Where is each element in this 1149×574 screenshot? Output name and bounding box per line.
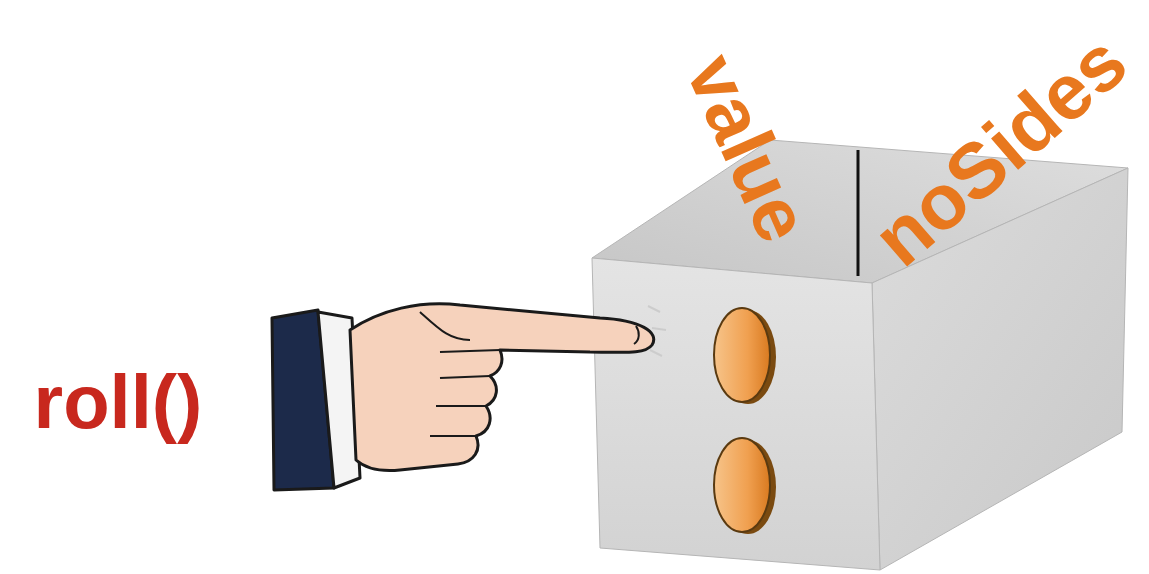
box-front — [592, 258, 880, 570]
button — [714, 438, 770, 532]
motion-marks — [648, 306, 666, 356]
method-label: roll() — [34, 364, 203, 440]
pointing-hand — [272, 304, 654, 490]
slot-line — [857, 150, 860, 276]
button — [714, 308, 770, 402]
